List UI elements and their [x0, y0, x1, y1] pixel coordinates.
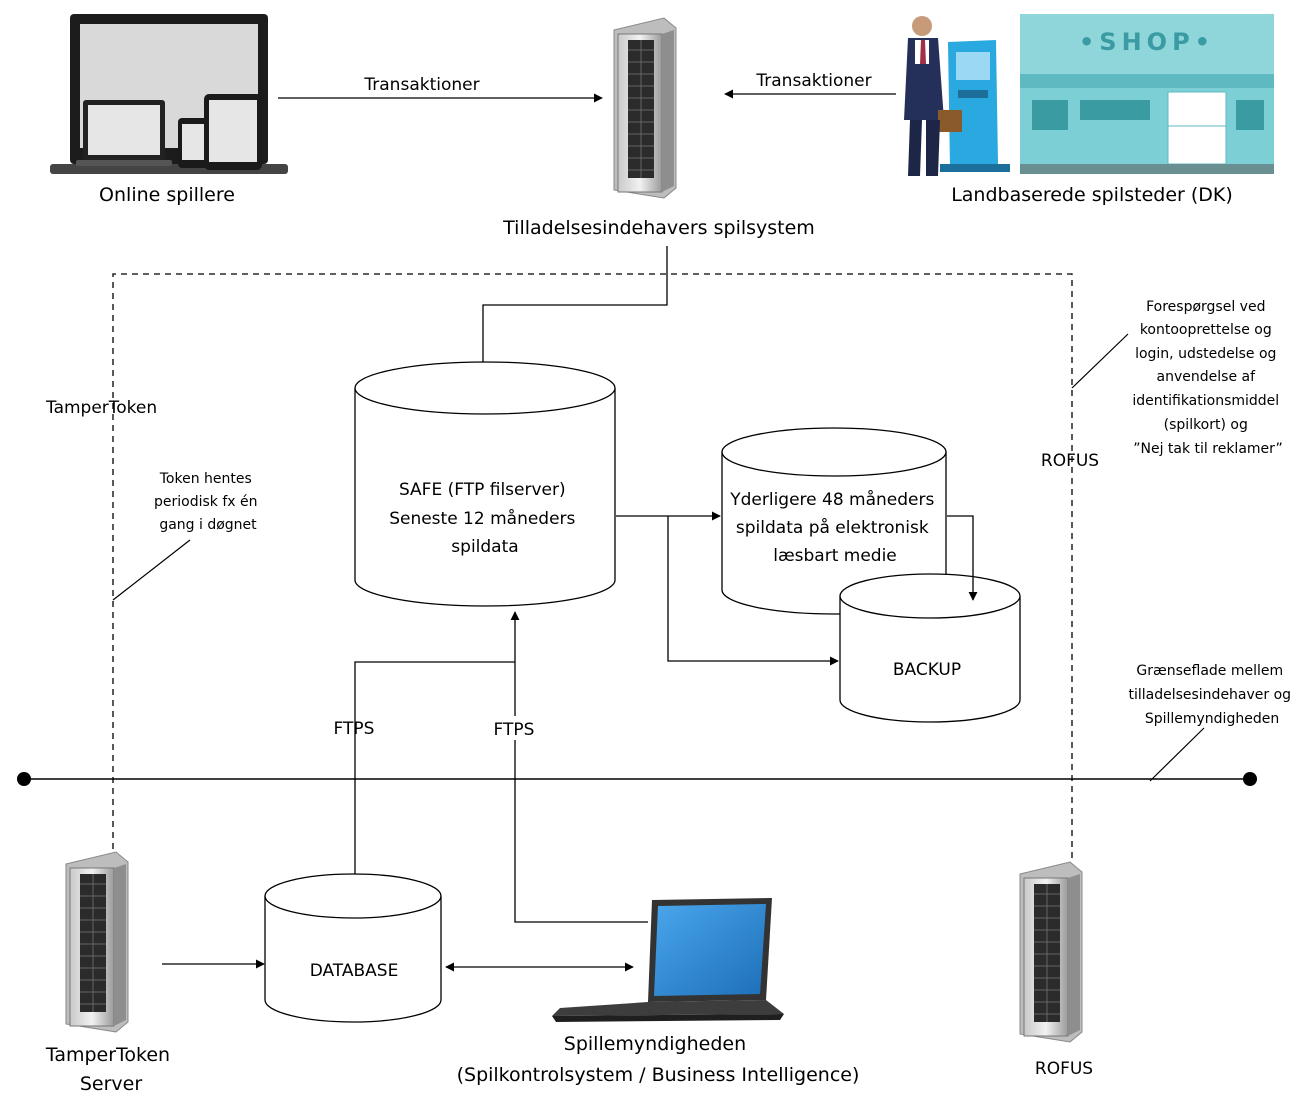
- transactions-right-label: Transaktioner: [755, 71, 871, 91]
- interface-line-left-dot: [17, 772, 31, 786]
- tampertoken-label: TamperToken: [45, 398, 157, 418]
- backup-cylinder: [839, 573, 1021, 723]
- transactions-left-label: Transaktioner: [363, 75, 479, 95]
- interface-line-right-dot: [1243, 772, 1257, 786]
- shop-kiosk-icon: •SHOP•: [904, 14, 1274, 176]
- rofus-note-leader: [1071, 333, 1129, 389]
- system-to-safe-arrow: [478, 246, 668, 387]
- licensee-boundary: [112, 273, 1073, 860]
- token-note-leader: [112, 539, 191, 601]
- laptop-icon: [552, 898, 784, 1022]
- shop-sign: •SHOP•: [1079, 28, 1215, 56]
- rofus-server-icon: [1019, 861, 1083, 1043]
- licensee-server-icon: [613, 17, 677, 199]
- ftps-database-link: [350, 661, 515, 897]
- rofus-label: ROFUS: [1041, 451, 1099, 471]
- database-label: DATABASE: [310, 961, 399, 981]
- ftps-left-label: FTPS: [334, 719, 375, 739]
- authority-label: Spillemyndigheden (Spilkontrolsystem / B…: [457, 1033, 860, 1086]
- rofus-note: Forespørgsel ved kontooprettelse og logi…: [1132, 299, 1283, 457]
- safe-label: SAFE (FTP filserver) Seneste 12 måneders…: [389, 480, 581, 557]
- backup-label: BACKUP: [893, 660, 961, 680]
- ftps-right-label: FTPS: [494, 720, 535, 740]
- tampertoken-server-icon: [65, 851, 129, 1033]
- land-based-label: Landbaserede spilsteder (DK): [951, 184, 1233, 206]
- archive-cylinder: [721, 427, 947, 615]
- safe-cylinder: [354, 361, 616, 607]
- safe-to-backup-arrow: [667, 516, 839, 666]
- licensee-system-label: Tilladelsesindehavers spilsystem: [502, 217, 815, 239]
- rofus-server-label: ROFUS: [1035, 1059, 1093, 1079]
- archive-to-backup-arrow: [947, 515, 978, 601]
- interface-note-leader: [1149, 727, 1205, 782]
- archive-label: Yderligere 48 måneders spildata på elekt…: [729, 489, 940, 566]
- token-note: Token hentes periodisk fx én gang i døgn…: [154, 471, 262, 533]
- tampertoken-server-label: TamperToken Server: [45, 1044, 176, 1095]
- online-players-label: Online spillere: [99, 184, 235, 206]
- interface-note: Grænseflade mellem tilladelsesindehaver …: [1128, 663, 1295, 727]
- database-cylinder: [264, 873, 442, 1023]
- online-devices-icon: [50, 14, 288, 174]
- ftps-authority-link: [510, 611, 648, 923]
